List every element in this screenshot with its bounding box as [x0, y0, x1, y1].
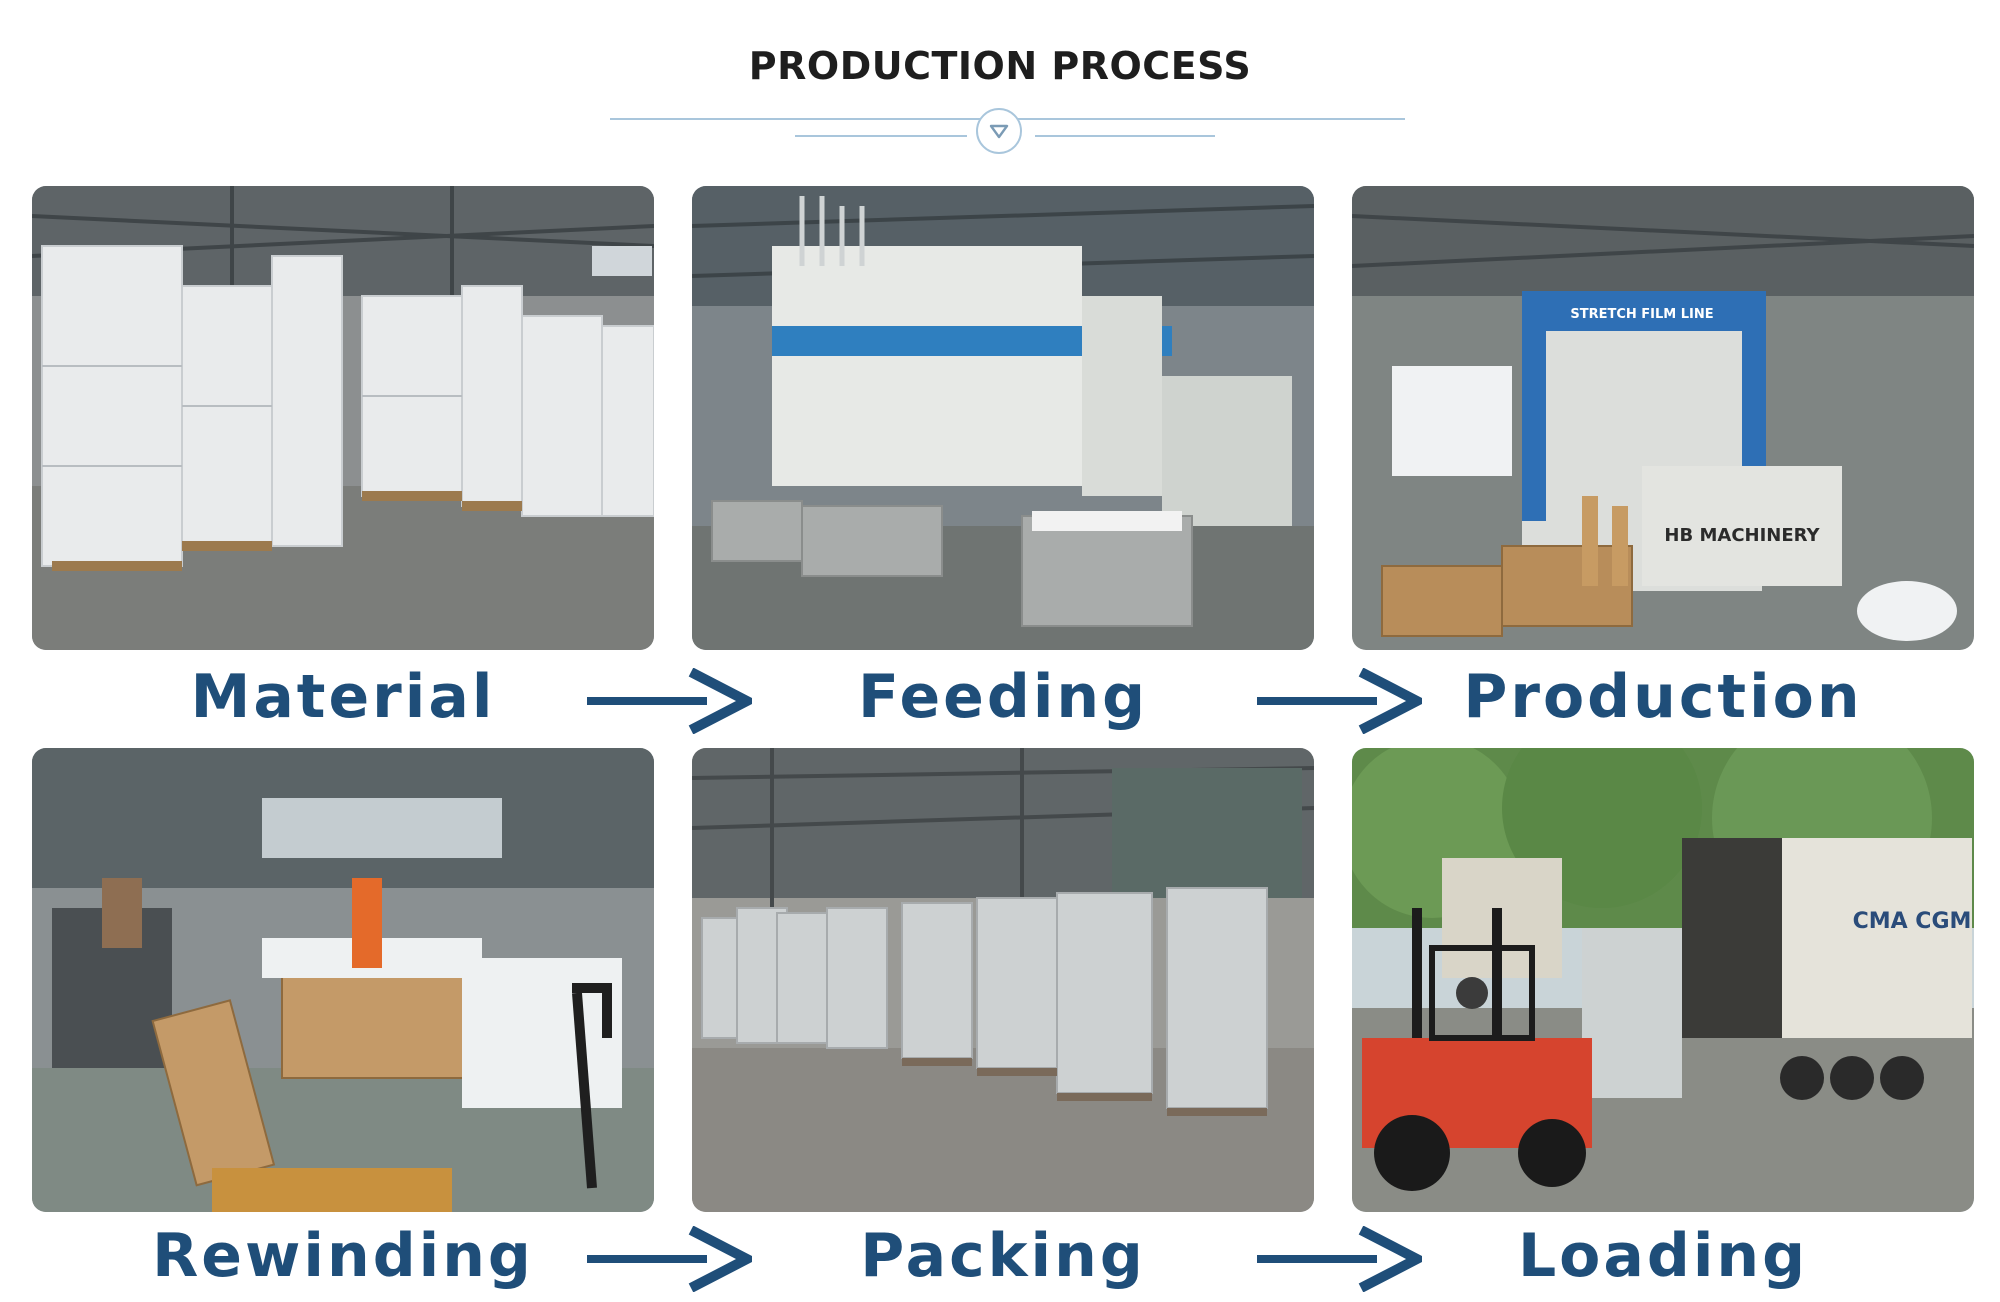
- step-label-feeding: Feeding: [857, 662, 1149, 732]
- photo-loading: CMA CGM: [1352, 748, 1974, 1212]
- step-label-rewinding: Rewinding: [152, 1221, 534, 1291]
- photo-feeding: [692, 186, 1314, 650]
- header-rule-right: [1035, 135, 1215, 137]
- machine-banner-text: STRETCH FILM LINE: [1570, 307, 1713, 322]
- step-label-packing: Packing: [860, 1221, 1146, 1291]
- step-label-production: Production: [1463, 662, 1863, 732]
- photo-rewinding: [32, 748, 654, 1212]
- arrow-right-icon: [1257, 1226, 1422, 1292]
- container-brand-text: CMA CGM: [1853, 909, 1972, 934]
- chevron-down-icon: [976, 108, 1022, 154]
- header-rule-left: [795, 135, 967, 137]
- photo-packing: [692, 748, 1314, 1212]
- arrow-right-icon: [1257, 668, 1422, 734]
- arrow-right-icon: [587, 1226, 752, 1292]
- machine-brand-text: HB MACHINERY: [1664, 525, 1820, 546]
- photo-material: [32, 186, 654, 650]
- page-title: PRODUCTION PROCESS: [748, 44, 1252, 88]
- photo-production: STRETCH FILM LINE HB MACHINERY: [1352, 186, 1974, 650]
- step-label-loading: Loading: [1517, 1221, 1809, 1291]
- arrow-right-icon: [587, 668, 752, 734]
- step-label-material: Material: [190, 662, 496, 732]
